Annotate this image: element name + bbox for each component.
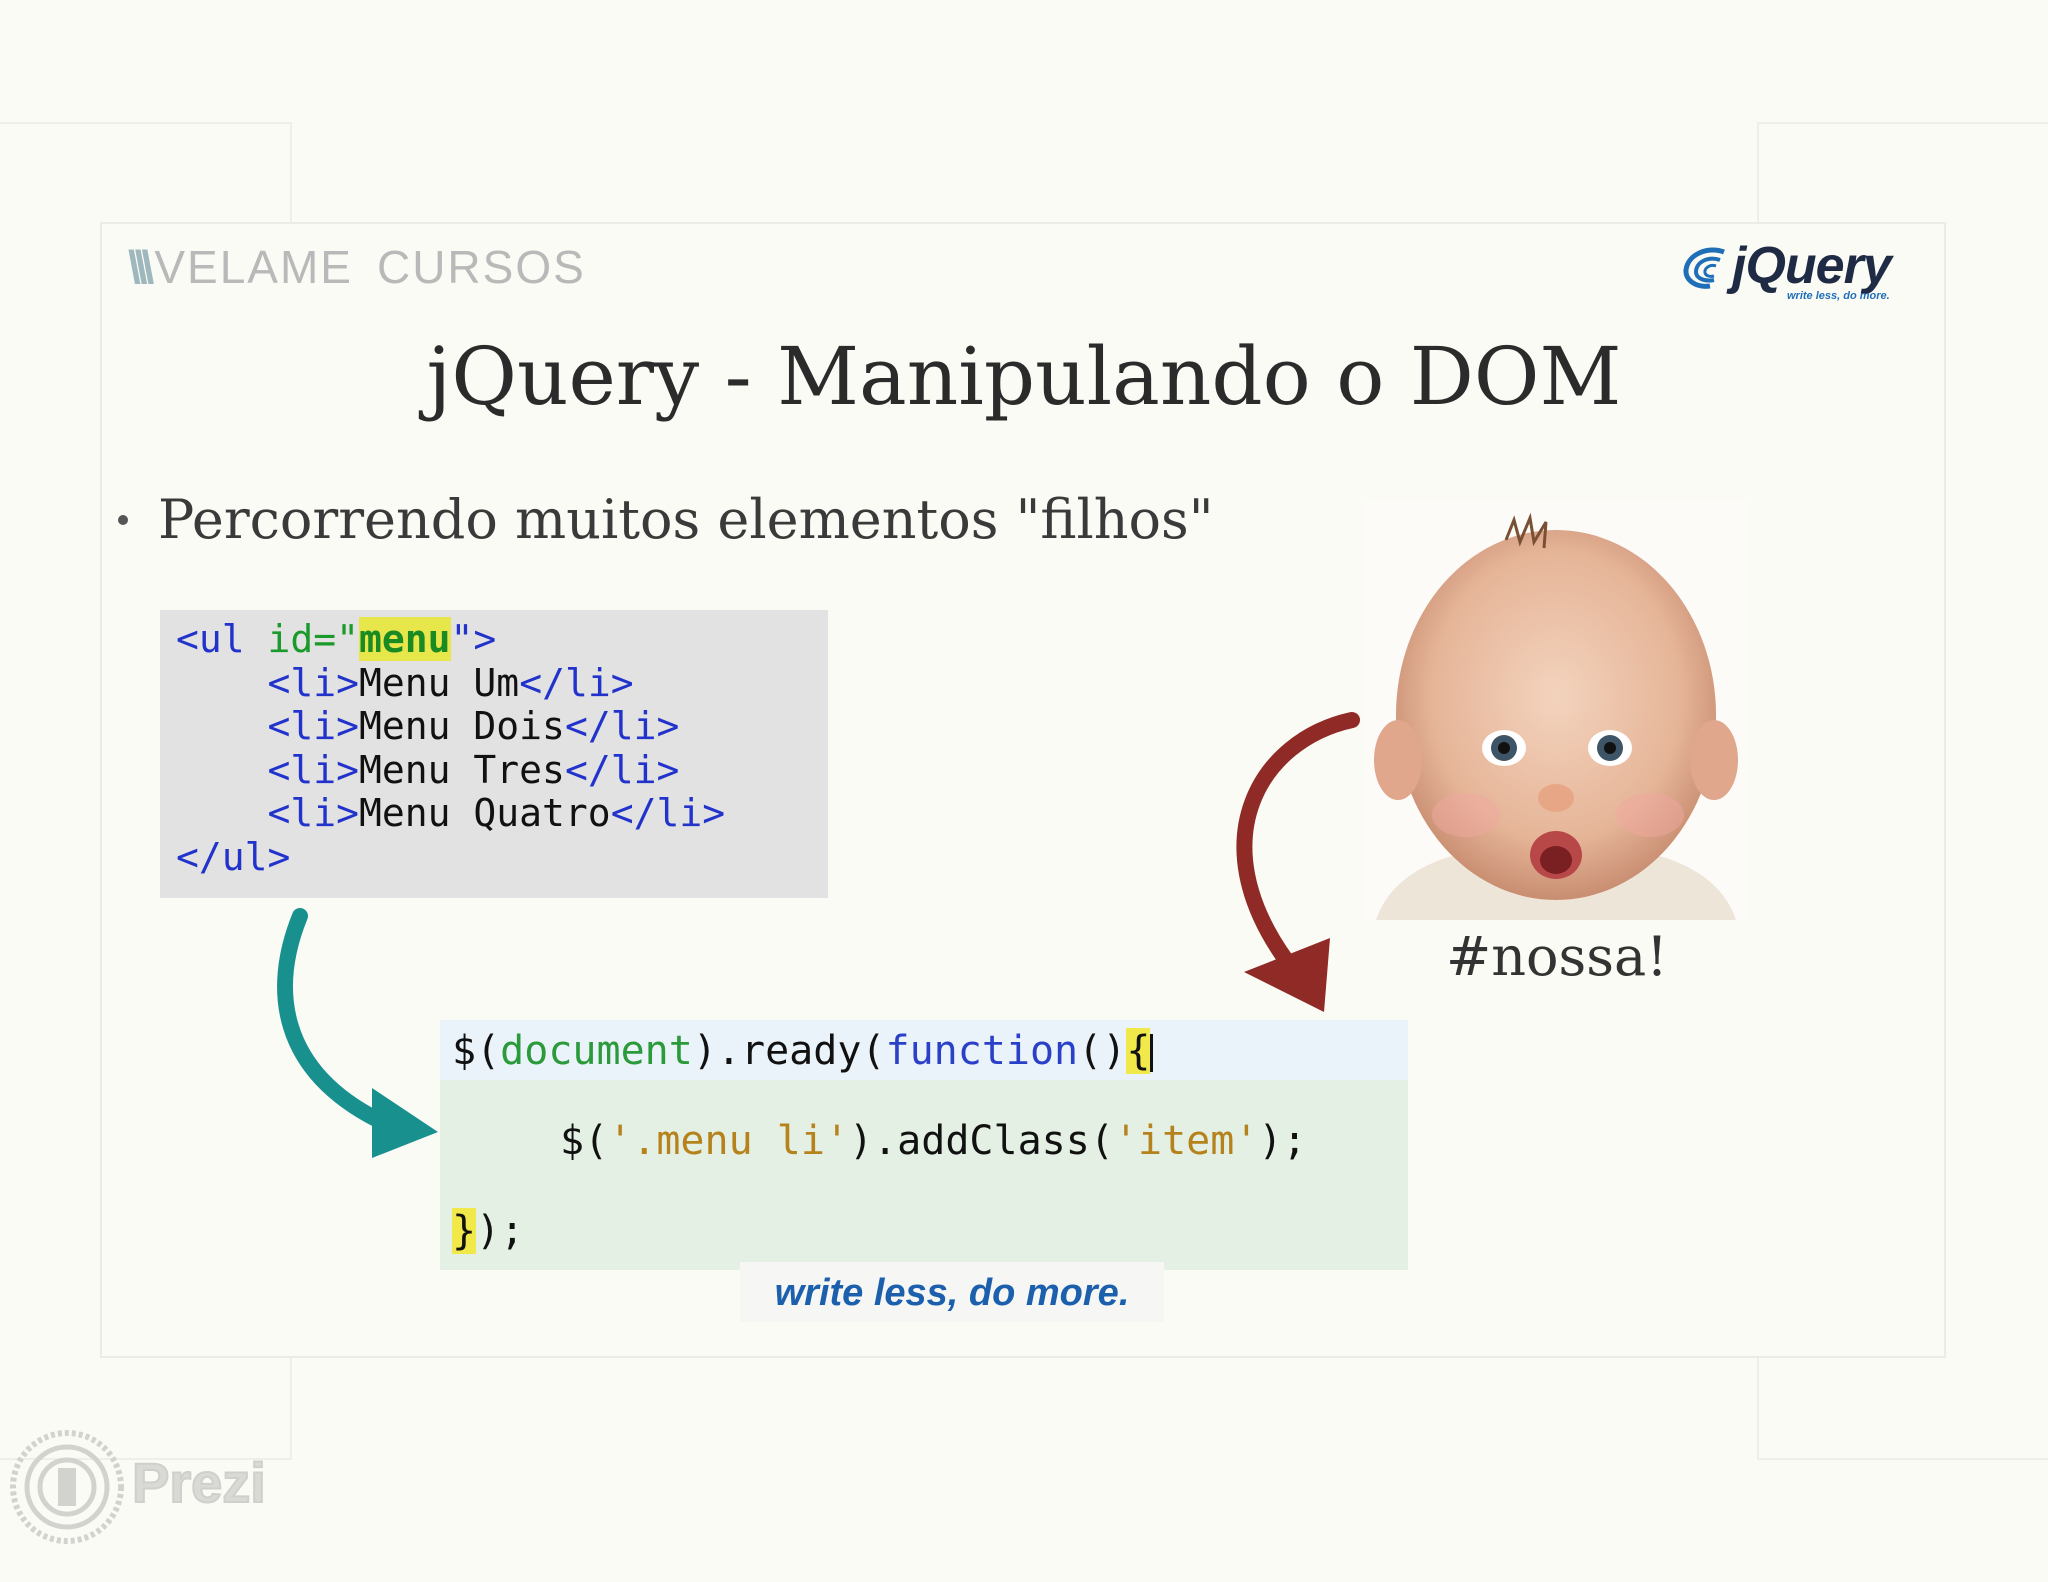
prezi-watermark: Prezi xyxy=(8,1428,268,1552)
js-code-block: $(document).ready(function(){ $('.menu l… xyxy=(440,1020,1408,1270)
js-token-string: 'item' xyxy=(1113,1118,1259,1164)
jquery-logo-icon xyxy=(1683,247,1725,289)
js-token: ); xyxy=(476,1208,525,1254)
baby-caption: #nossa! xyxy=(1446,925,1668,988)
velame-logo-text-a: VELAME xyxy=(154,241,353,293)
bullet-item: Percorrendo muitos elementos "filhos" xyxy=(118,488,1214,551)
js-token-string: '.menu li' xyxy=(608,1118,849,1164)
prezi-logo-icon xyxy=(10,1430,124,1544)
js-token: ).addClass( xyxy=(849,1118,1114,1164)
code-li-close: </li> xyxy=(564,704,680,748)
html-code-block: <ul id="menu"> <li>Menu Um</li> <li>Menu… xyxy=(160,610,828,898)
js-current-line-highlight xyxy=(440,1020,1408,1080)
frame-corner-tr xyxy=(1757,122,2048,224)
code-li-open: <li> xyxy=(267,660,360,705)
js-line-2: $('.menu li').addClass('item'); xyxy=(560,1118,1307,1164)
jquery-logo: jQuery write less, do more. xyxy=(1680,237,1940,306)
js-token-document: document xyxy=(500,1028,693,1074)
teal-arrow-icon xyxy=(277,908,438,1158)
frame-corner-tl xyxy=(0,122,292,224)
velame-logo: \\\ VELAME CURSOS xyxy=(128,240,586,294)
text-cursor xyxy=(1150,1034,1154,1072)
js-brace-close: } xyxy=(452,1208,477,1254)
js-brace-open: { xyxy=(1126,1028,1151,1074)
prezi-label: Prezi xyxy=(131,1450,267,1515)
js-token: ).ready( xyxy=(692,1028,886,1074)
code-li-close: </li> xyxy=(610,791,726,835)
frame-corner-br xyxy=(1757,1358,2048,1460)
code-li-text: Menu Quatro xyxy=(359,791,611,835)
bullet-dot xyxy=(118,515,128,525)
velame-logo-icon: \\\ xyxy=(128,241,154,293)
bullet-text: Percorrendo muitos elementos "filhos" xyxy=(158,488,1214,551)
code-ul-open: <ul xyxy=(176,617,268,661)
code-attr-close: "> xyxy=(450,617,497,661)
code-li-open: <li> xyxy=(267,747,360,792)
js-token: () xyxy=(1078,1028,1127,1074)
js-token: $( xyxy=(560,1118,609,1164)
frame-corner-bl xyxy=(0,1358,292,1460)
red-arrow-icon xyxy=(1236,712,1360,1012)
js-token: ); xyxy=(1258,1118,1307,1164)
js-line-1: $(document).ready(function(){ xyxy=(452,1028,1154,1074)
code-li-open: <li> xyxy=(267,704,360,748)
code-li-text: Menu Dois xyxy=(359,704,565,748)
code-ul-close: </ul> xyxy=(176,834,291,879)
code-attr: id=" xyxy=(267,617,360,661)
js-token: $( xyxy=(452,1028,501,1074)
code-li-text: Menu Um xyxy=(359,660,520,705)
jquery-logo-tagline: write less, do more. xyxy=(1787,290,1890,302)
code-li-text: Menu Tres xyxy=(359,747,565,792)
code-li-close: </li> xyxy=(519,660,634,705)
js-line-3: }); xyxy=(452,1208,524,1254)
code-attr-value: menu xyxy=(359,617,451,661)
code-li-close: </li> xyxy=(564,747,680,792)
velame-logo-text-b: CURSOS xyxy=(376,241,586,293)
jquery-tagline: write less, do more. xyxy=(740,1262,1164,1322)
jquery-logo-text: jQuery xyxy=(1732,237,1892,295)
slide-title: jQuery - Manipulando o DOM xyxy=(426,330,1622,423)
baby-photo xyxy=(1366,500,1746,920)
code-li-open: <li> xyxy=(267,791,360,835)
js-token-function: function xyxy=(885,1028,1079,1074)
